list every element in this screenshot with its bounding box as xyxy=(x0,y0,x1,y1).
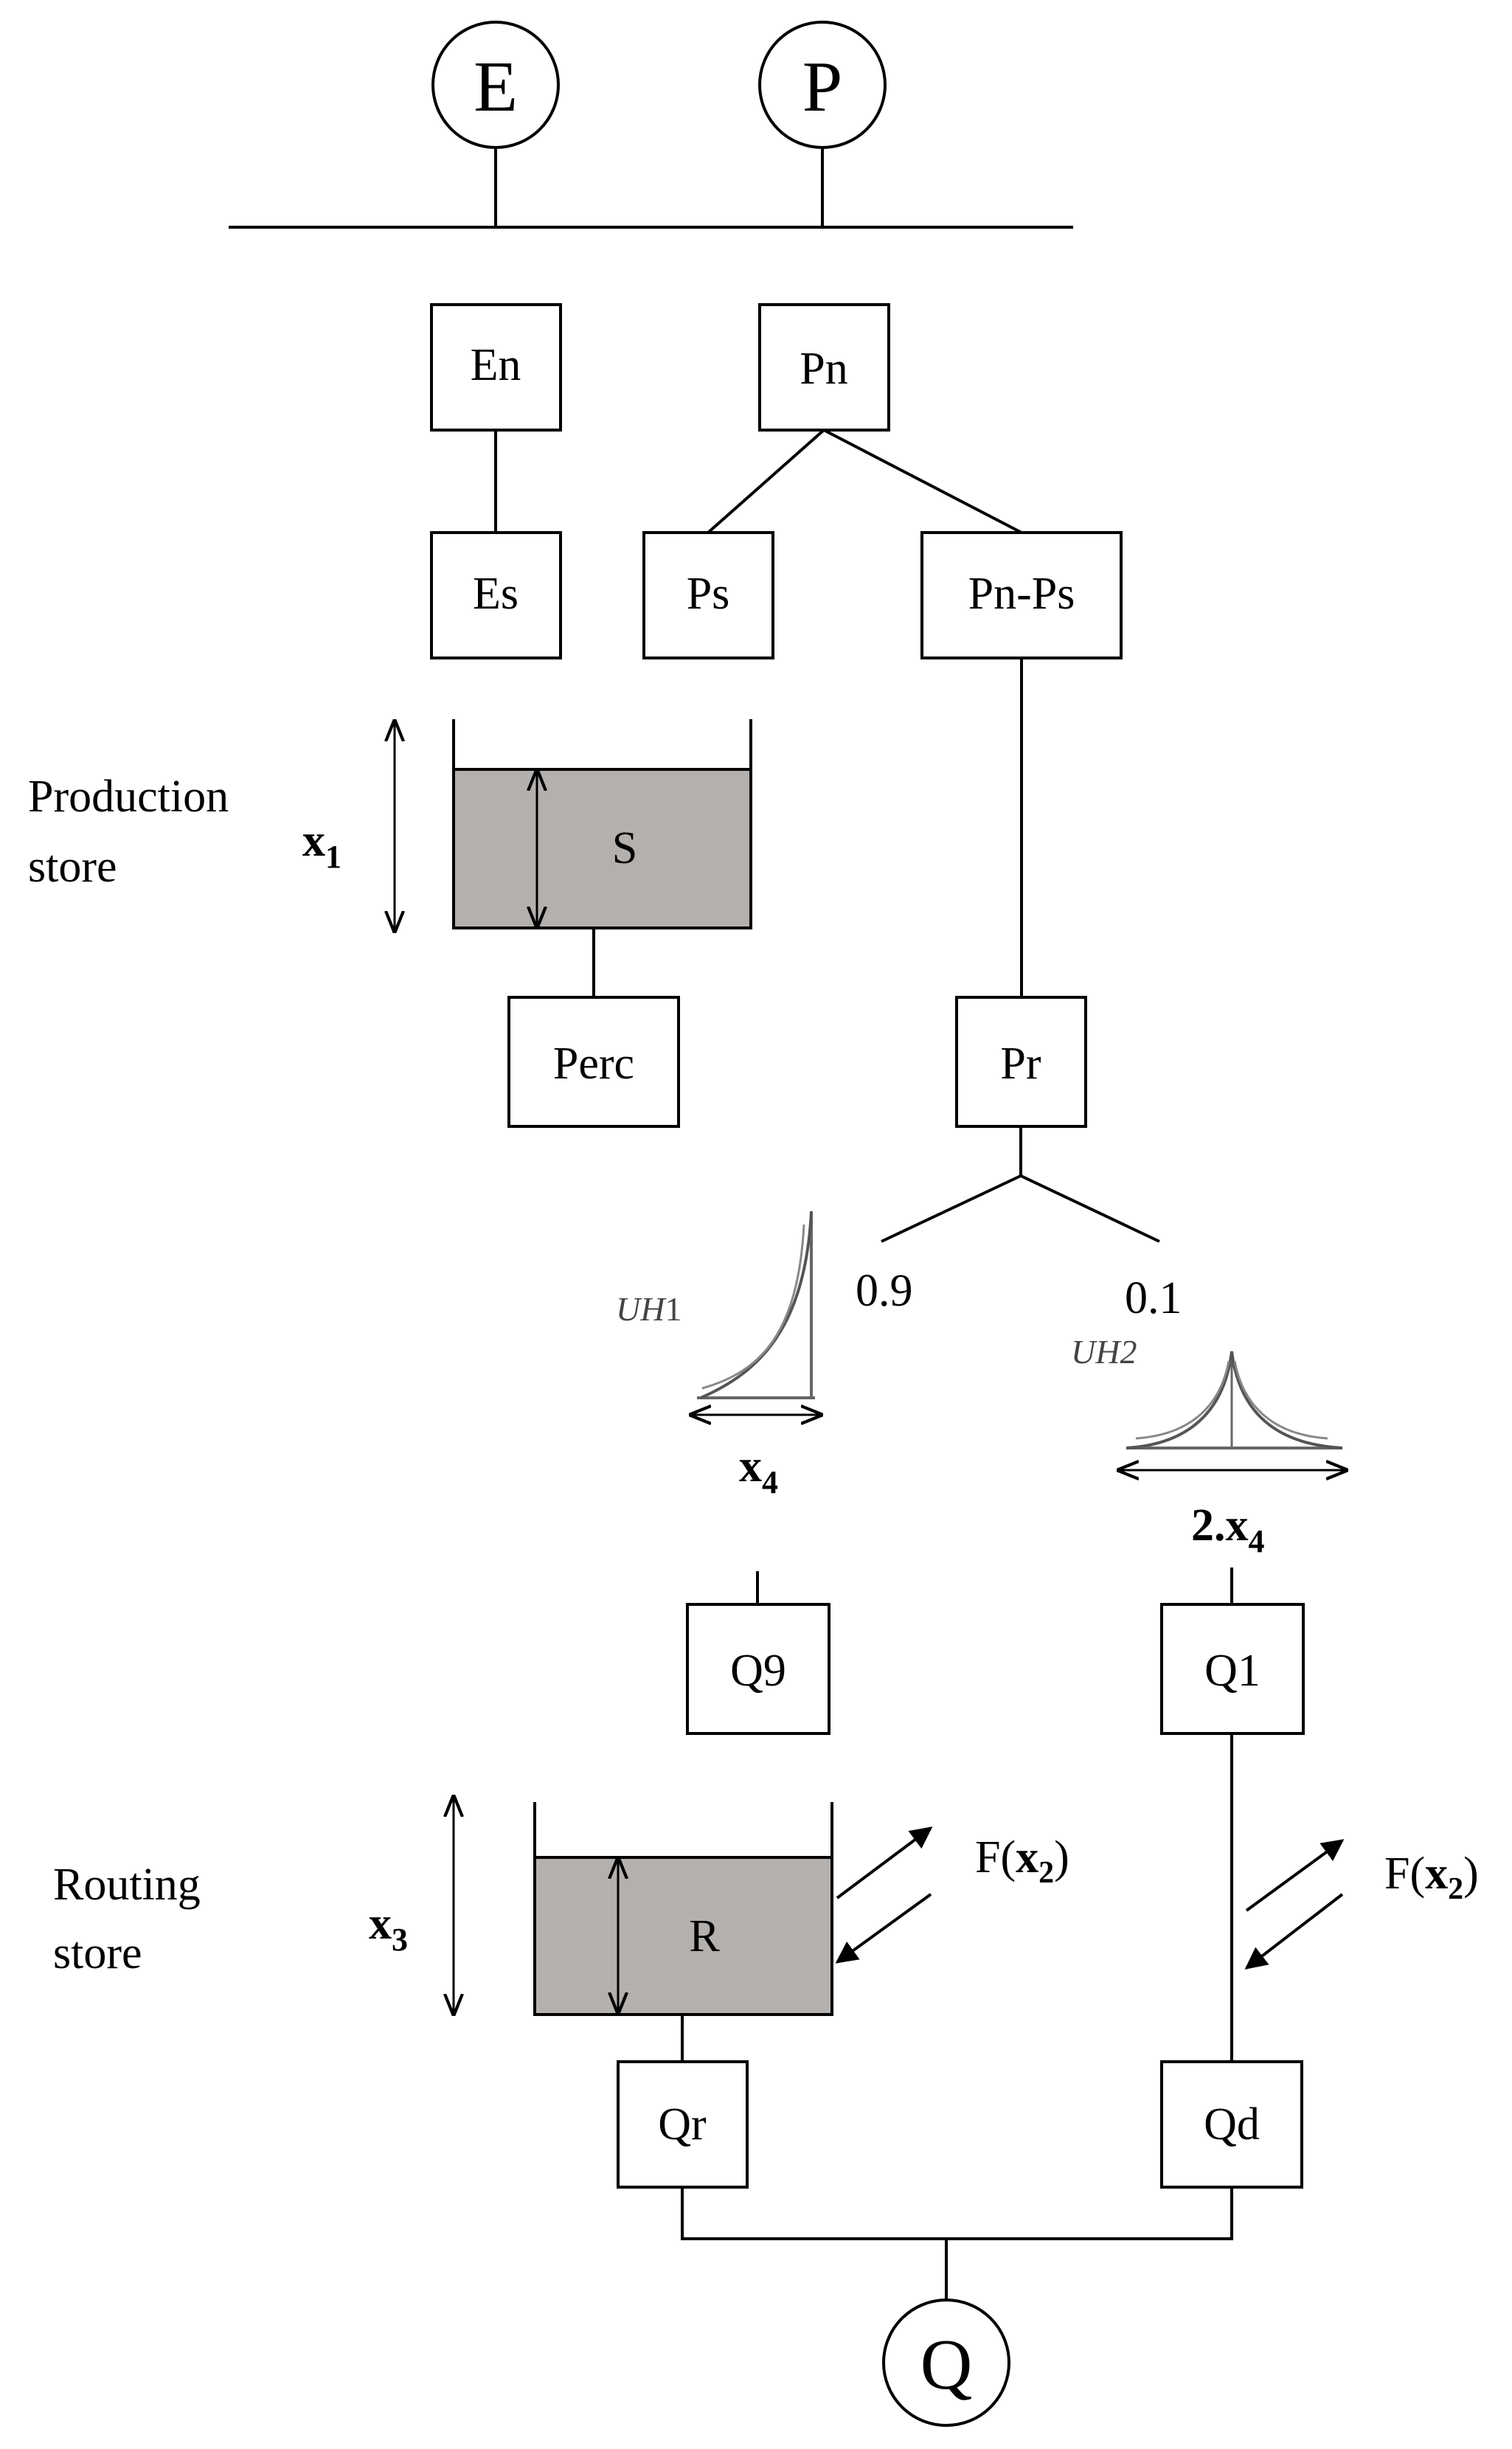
x4-subscript-uh1: 4 xyxy=(762,1464,778,1500)
x4-symbol-uh2: x xyxy=(1226,1500,1249,1551)
production-store-tank xyxy=(452,719,752,929)
exchange-label-direct: F(x2) xyxy=(1384,1849,1479,1906)
input-p-label: P xyxy=(802,47,843,127)
exchange-fn-routing: F( xyxy=(975,1832,1016,1882)
production-store-label-2: store xyxy=(28,842,117,892)
box-qr-label: Qr xyxy=(658,2099,707,2150)
uh1-label-main: UH xyxy=(616,1290,667,1328)
merge-line xyxy=(681,2187,1233,2240)
connector-pn-pnps xyxy=(823,429,1022,534)
box-es-label: Es xyxy=(473,569,519,619)
split-left-line xyxy=(881,1174,1022,1243)
connector-pn-ps xyxy=(707,429,825,534)
box-perc-label: Perc xyxy=(553,1039,634,1089)
uh1-param: x4 xyxy=(739,1441,778,1500)
x4-subscript-uh2: 4 xyxy=(1249,1523,1265,1559)
x2-symbol-direct: x xyxy=(1425,1849,1448,1899)
uh2-param-prefix: 2. xyxy=(1191,1500,1226,1551)
output-q-circle xyxy=(882,2299,1010,2427)
split-left-fraction: 0.9 xyxy=(856,1266,913,1316)
exchange-close-direct: ) xyxy=(1463,1849,1479,1899)
uh1-curve xyxy=(697,1210,815,1399)
box-perc xyxy=(507,996,680,1128)
x4-symbol-uh1: x xyxy=(739,1441,762,1492)
uh2-label: UH2 xyxy=(1071,1333,1137,1371)
x3-symbol: x xyxy=(369,1899,392,1949)
routing-store-label-2: store xyxy=(53,1928,142,1978)
exchange-in-arrow-routing xyxy=(835,1893,932,1964)
box-pn-label: Pn xyxy=(800,344,847,394)
box-q1-label: Q1 xyxy=(1204,1646,1260,1696)
routing-store-label-1: Routing xyxy=(53,1860,201,1910)
split-right-line xyxy=(1020,1174,1160,1243)
x1-symbol: x xyxy=(302,816,325,866)
box-en-label: En xyxy=(471,340,521,390)
uh2-param: 2.x4 xyxy=(1191,1500,1265,1559)
box-q9-label: Q9 xyxy=(730,1646,786,1696)
split-right-fraction: 0.1 xyxy=(1125,1273,1182,1323)
x1-subscript: 1 xyxy=(325,839,341,875)
production-store-label-1: Production xyxy=(28,772,229,822)
exchange-out-arrow-routing xyxy=(836,1826,933,1899)
output-q-label: Q xyxy=(920,2325,973,2405)
exchange-label-routing: F(x2) xyxy=(975,1832,1069,1890)
exchange-out-arrow-direct xyxy=(1245,1839,1345,1912)
input-e-label: E xyxy=(474,47,518,127)
box-qd xyxy=(1160,2060,1303,2189)
production-store-fill xyxy=(452,768,752,929)
box-qd-label: Qd xyxy=(1204,2099,1260,2150)
input-e: E xyxy=(431,21,560,149)
box-qr xyxy=(617,2060,749,2189)
box-q9 xyxy=(686,1603,830,1735)
x2-subscript-routing: 2 xyxy=(1038,1856,1054,1890)
box-pn-ps xyxy=(920,531,1123,659)
input-p: P xyxy=(758,21,887,149)
x2-symbol-routing: x xyxy=(1016,1832,1038,1882)
box-q1 xyxy=(1160,1603,1305,1735)
routing-store-fill xyxy=(533,1856,833,2016)
store-s-label: S xyxy=(612,823,637,873)
exchange-fn-direct: F( xyxy=(1384,1849,1425,1899)
box-pn-ps-label: Pn-Ps xyxy=(968,569,1075,619)
exchange-in-arrow-direct xyxy=(1244,1893,1344,1970)
production-store-param: x1 xyxy=(302,816,341,875)
routing-store-param: x3 xyxy=(369,1899,408,1958)
x3-subscript: 3 xyxy=(392,1922,408,1958)
box-en xyxy=(430,303,562,432)
box-ps xyxy=(642,531,774,659)
store-r-label: R xyxy=(689,1911,720,1961)
uh1-label: UH1 xyxy=(616,1290,682,1328)
uh2-curve xyxy=(1126,1351,1343,1449)
box-pr-label: Pr xyxy=(1000,1039,1041,1089)
x2-subscript-direct: 2 xyxy=(1448,1872,1463,1906)
exchange-close-routing: ) xyxy=(1054,1832,1069,1882)
box-es xyxy=(430,531,562,659)
box-ps-label: Ps xyxy=(687,569,730,619)
uh1-label-index: 1 xyxy=(665,1290,682,1328)
